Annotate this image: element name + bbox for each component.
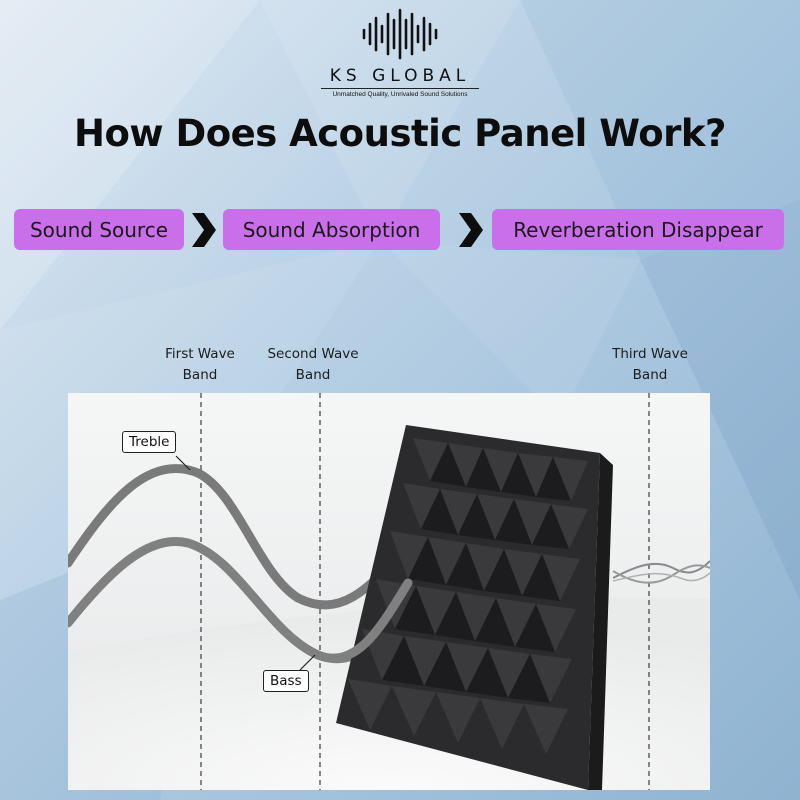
brand-logo: KS GLOBAL Unmatched Quality, Unrivaled S… xyxy=(320,8,480,104)
step-sound-source: Sound Source xyxy=(14,209,184,250)
chevron-right-icon xyxy=(192,213,216,247)
brand-tagline: Unmatched Quality, Unrivaled Sound Solut… xyxy=(332,91,468,98)
step-reverberation-disappear: Reverberation Disappear xyxy=(492,209,784,250)
acoustic-panel-illustration xyxy=(68,393,710,790)
band-label-first: First Wave Band xyxy=(165,346,235,383)
band-label-second: Second Wave Band xyxy=(267,346,359,383)
brand-name: KS GLOBAL xyxy=(329,66,471,86)
chevron-right-icon xyxy=(459,213,483,247)
page-title: How Does Acoustic Panel Work? xyxy=(74,112,726,155)
tagline-divider xyxy=(321,88,479,89)
bass-wave-front xyxy=(313,578,413,663)
residual-wave-c xyxy=(612,572,710,582)
step-sound-absorption: Sound Absorption xyxy=(223,209,440,250)
treble-callout: Treble xyxy=(122,431,177,453)
wave-diagram xyxy=(68,393,710,790)
residual-wave-a xyxy=(612,560,710,579)
soundwave-icon xyxy=(362,8,438,60)
bass-callout: Bass xyxy=(263,670,309,692)
band-label-third: Third Wave Band xyxy=(612,346,688,383)
foam-panel xyxy=(336,425,613,790)
